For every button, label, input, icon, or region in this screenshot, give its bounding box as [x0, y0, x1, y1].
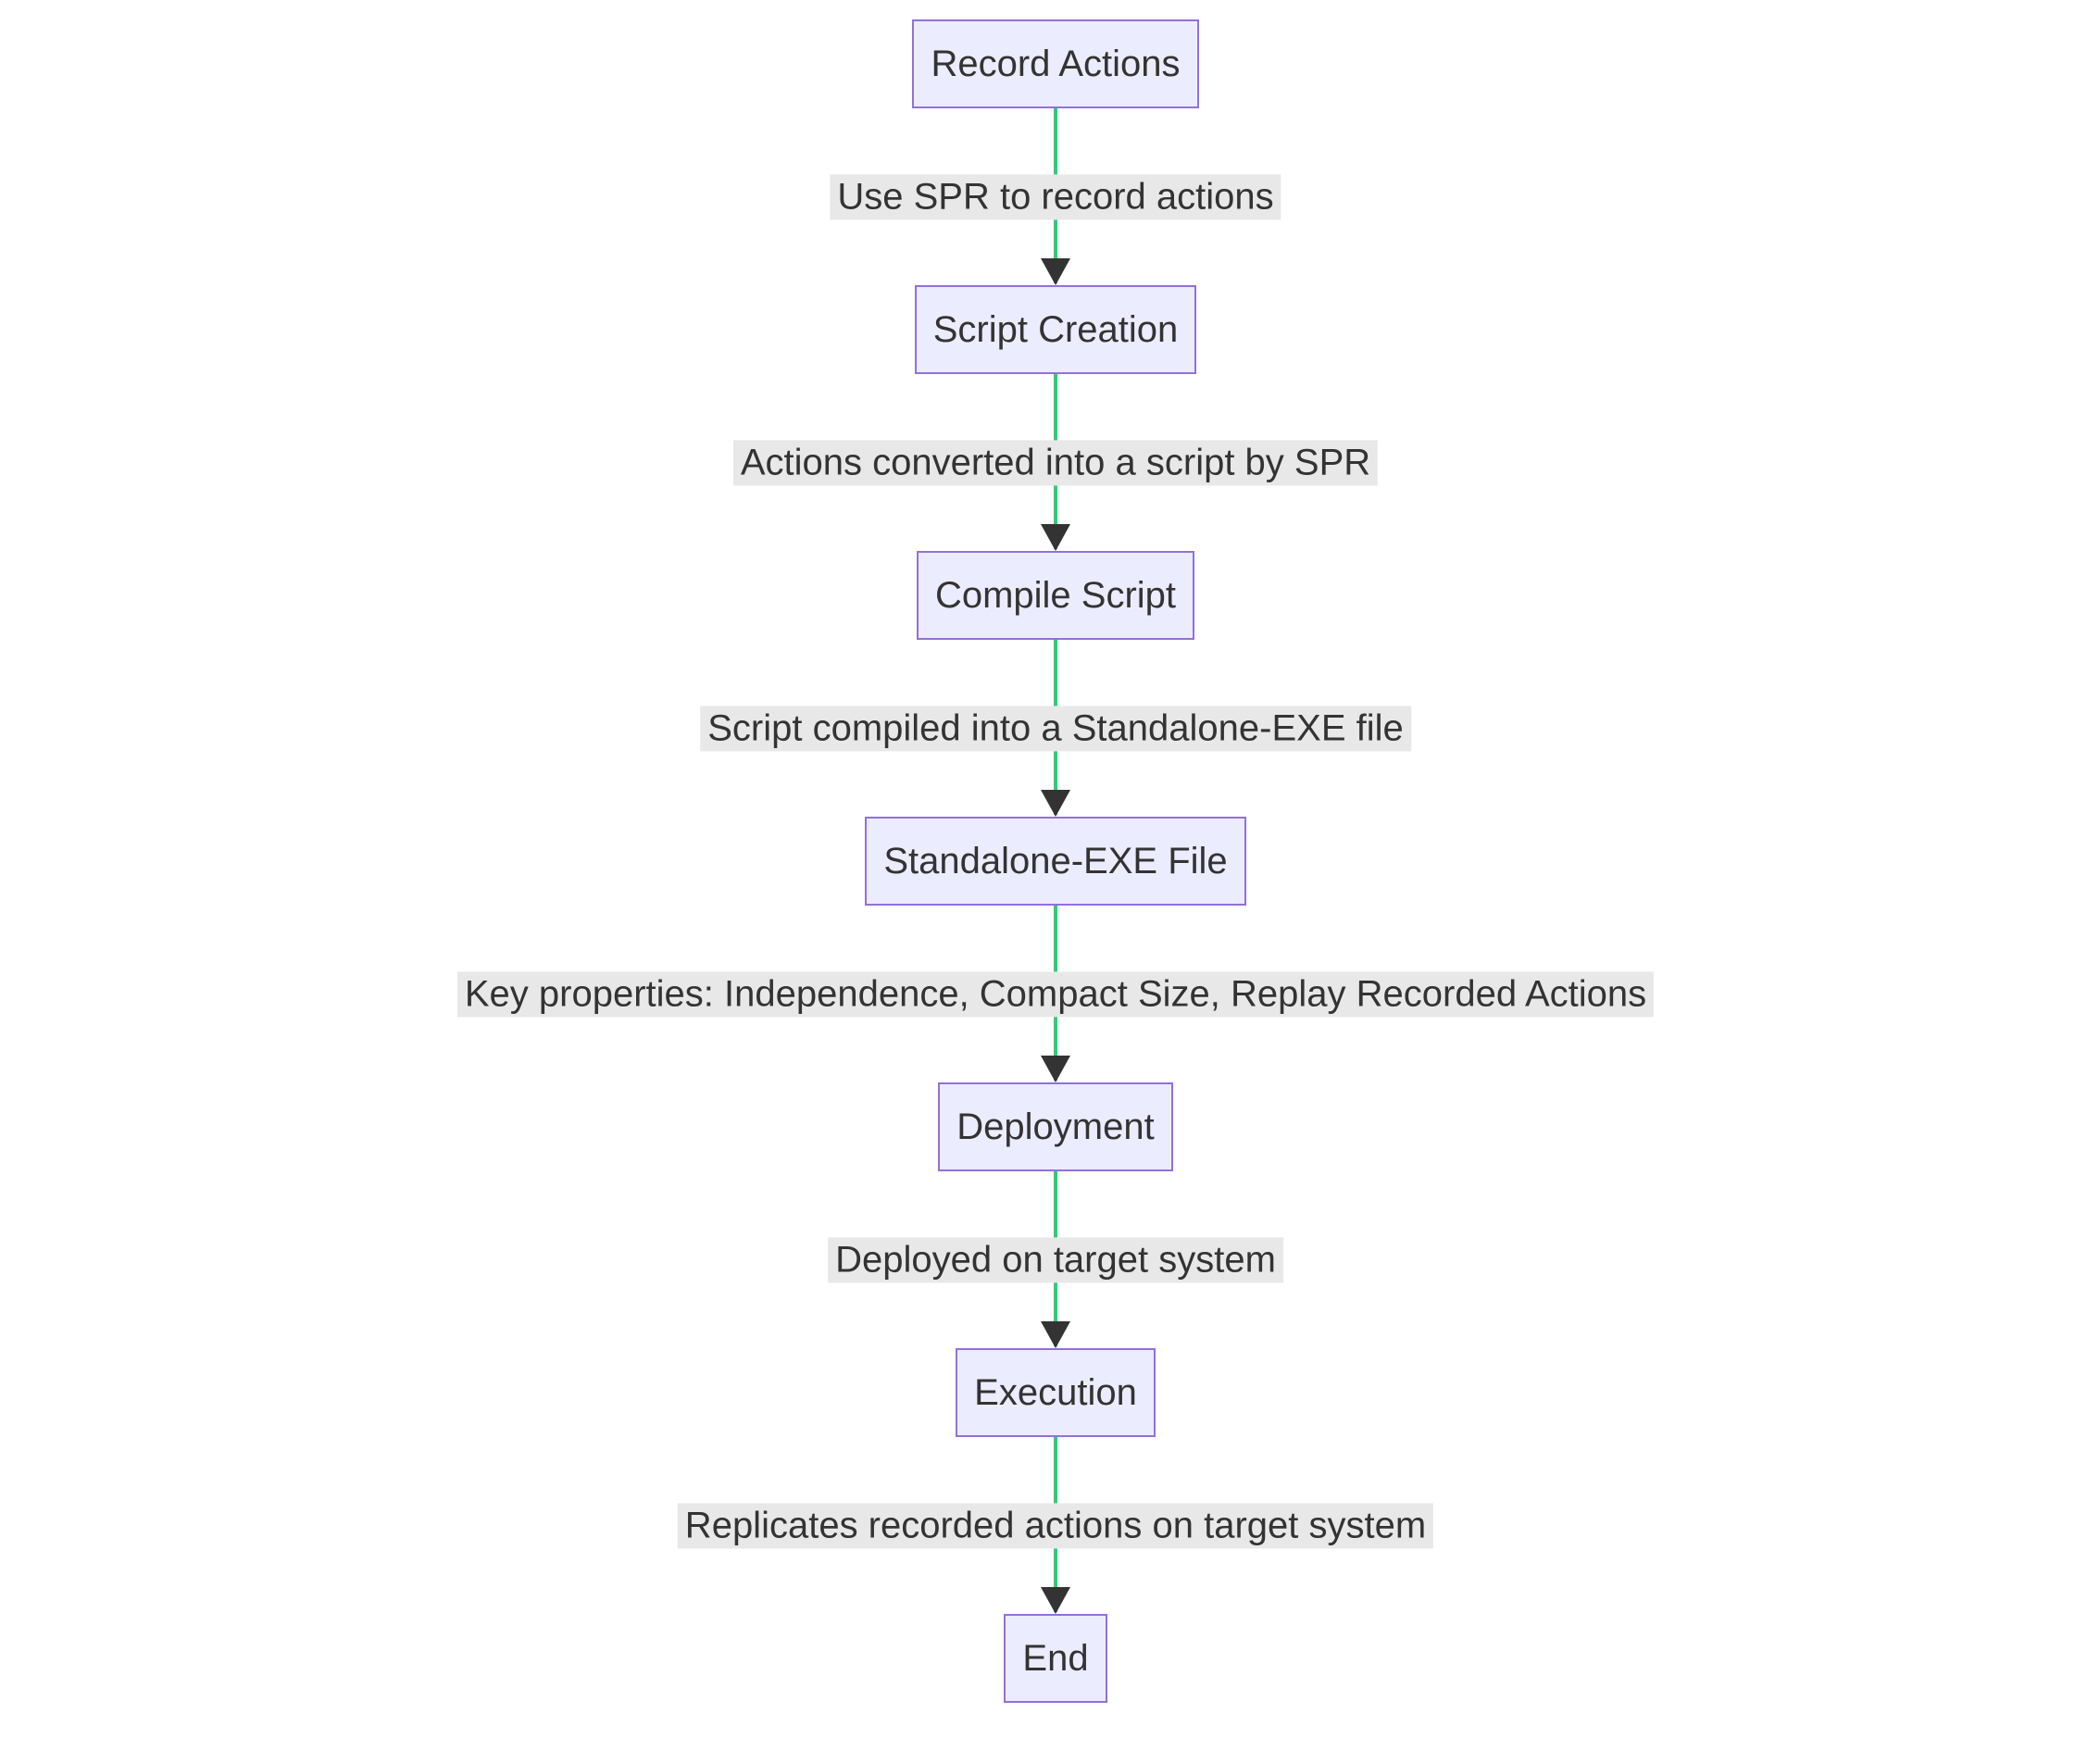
arrowhead-down-icon [1041, 1321, 1070, 1348]
edge-label: Replicates recorded actions on target sy… [677, 1502, 1434, 1549]
edge-exe-to-deployment: Key properties: Independence, Compact Si… [456, 906, 1655, 1082]
edge-label: Use SPR to record actions [830, 173, 1281, 220]
node-record-actions: Record Actions [912, 19, 1199, 108]
arrowhead-down-icon [1041, 1587, 1070, 1614]
edge-label: Deployed on target system [828, 1236, 1283, 1283]
arrowhead-down-icon [1041, 524, 1070, 551]
node-standalone-exe-file: Standalone-EXE File [865, 817, 1246, 906]
edge-label: Actions converted into a script by SPR [732, 439, 1379, 486]
flowchart: Record Actions Use SPR to record actions… [6, 0, 2100, 1703]
arrowhead-down-icon [1041, 1056, 1070, 1082]
edge-deployment-to-execution: Deployed on target system [828, 1171, 1283, 1348]
edge-record-to-script: Use SPR to record actions [830, 108, 1281, 285]
node-end: End [1004, 1614, 1107, 1703]
edge-label: Script compiled into a Standalone-EXE fi… [700, 705, 1411, 752]
node-compile-script: Compile Script [916, 551, 1195, 640]
edge-compile-to-exe: Script compiled into a Standalone-EXE fi… [700, 640, 1411, 817]
edge-label: Key properties: Independence, Compact Si… [456, 970, 1655, 1018]
edge-execution-to-end: Replicates recorded actions on target sy… [677, 1437, 1434, 1614]
node-script-creation: Script Creation [914, 285, 1197, 374]
arrowhead-down-icon [1041, 790, 1070, 817]
node-execution: Execution [956, 1348, 1156, 1437]
node-deployment: Deployment [938, 1082, 1173, 1171]
arrowhead-down-icon [1041, 258, 1070, 285]
edge-script-to-compile: Actions converted into a script by SPR [732, 374, 1379, 551]
